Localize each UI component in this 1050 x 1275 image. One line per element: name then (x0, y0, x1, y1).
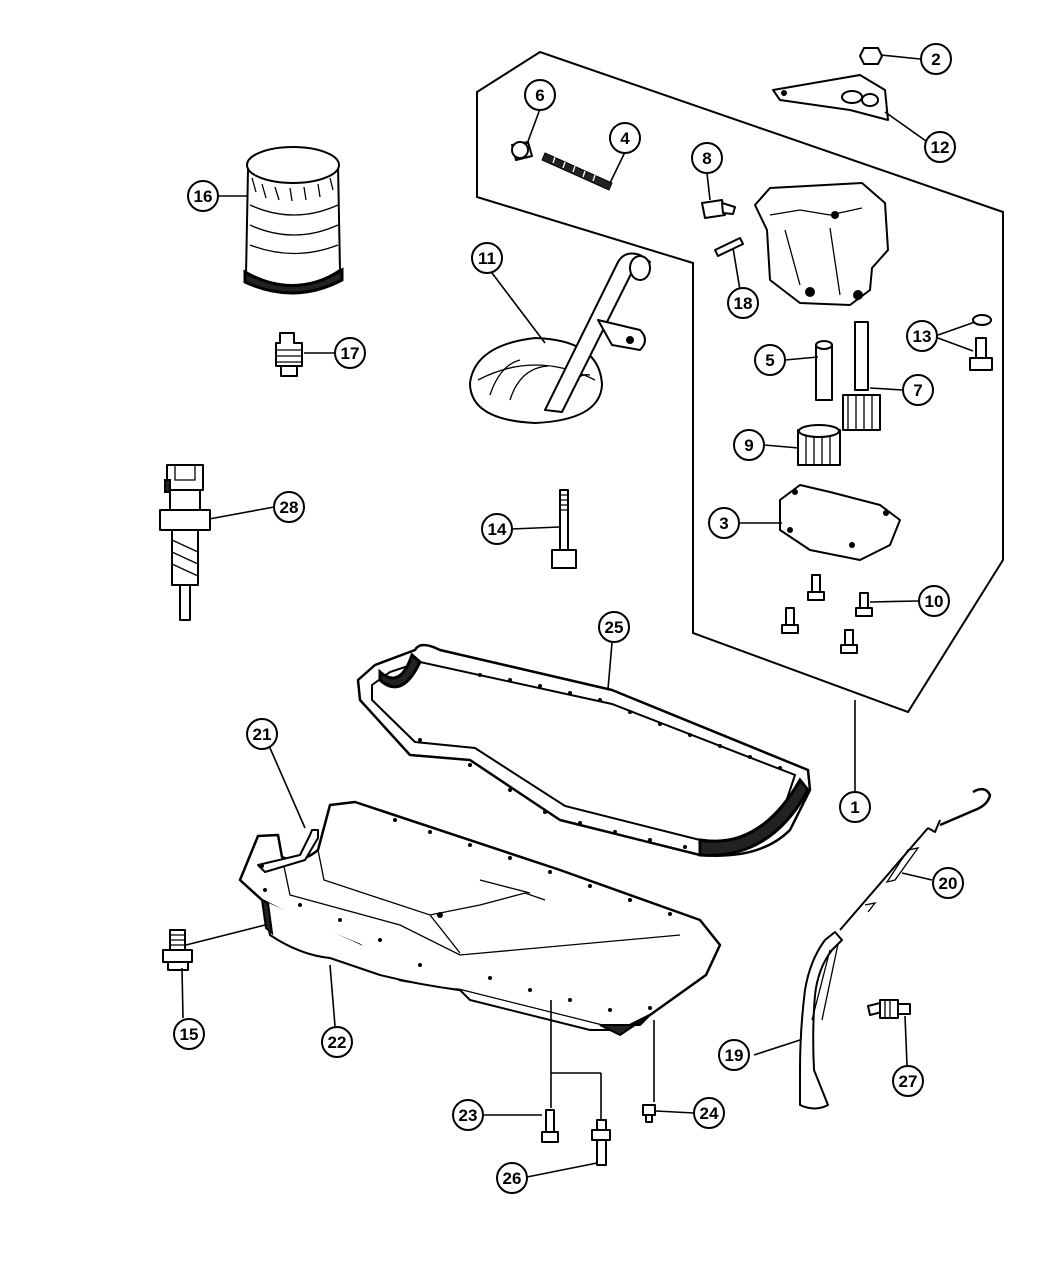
bracket-nut (859, 47, 883, 65)
svg-text:12: 12 (931, 138, 950, 157)
callout-26: 26 (496, 1162, 528, 1194)
svg-text:28: 28 (280, 498, 299, 517)
callout-4: 4 (609, 122, 641, 154)
svg-text:15: 15 (180, 1025, 199, 1044)
dipstick (839, 787, 992, 931)
svg-text:25: 25 (605, 618, 624, 637)
svg-text:8: 8 (702, 149, 711, 168)
svg-text:11: 11 (478, 249, 496, 268)
callout-27: 27 (892, 1065, 924, 1097)
callout-10: 10 (918, 585, 950, 617)
pump-idler-gear (797, 424, 841, 466)
oil-pressure-sender (867, 999, 911, 1019)
callout-25: 25 (598, 611, 630, 643)
svg-text:9: 9 (744, 436, 753, 455)
svg-text:24: 24 (700, 1104, 719, 1123)
callout-2: 2 (920, 43, 952, 75)
oil-pan-bracket (257, 829, 319, 873)
callout-8: 8 (691, 142, 723, 174)
pickup-bolt (551, 489, 577, 569)
oil-pan (238, 800, 722, 1037)
svg-text:17: 17 (341, 344, 360, 363)
distributor-drive-gear (159, 464, 211, 621)
relief-valve-plunger (701, 199, 736, 219)
callout-3: 3 (708, 507, 740, 539)
svg-text:21: 21 (253, 725, 272, 744)
callout-19: 19 (718, 1039, 750, 1071)
oil-pan-gasket (356, 643, 812, 857)
pan-bolt (541, 1109, 559, 1143)
svg-text:20: 20 (939, 874, 958, 893)
callout-6: 6 (524, 79, 556, 111)
pump-drive-shaft (815, 340, 833, 401)
callout-21: 21 (246, 718, 278, 750)
callout-13: 13 (906, 320, 938, 352)
callout-22: 22 (321, 1026, 353, 1058)
svg-text:13: 13 (913, 327, 932, 346)
pump-bolt-washer (969, 314, 993, 371)
pan-stud-bolt (591, 1119, 611, 1166)
callout-24: 24 (693, 1097, 725, 1129)
svg-text:4: 4 (620, 129, 630, 148)
callout-1: 1 (839, 791, 871, 823)
callout-15: 15 (173, 1018, 205, 1050)
svg-text:2: 2 (931, 50, 940, 69)
svg-text:1: 1 (850, 798, 859, 817)
callout-17: 17 (334, 337, 366, 369)
relief-valve-spring (541, 152, 613, 191)
callout-23: 23 (452, 1099, 484, 1131)
dipstick-tube (799, 931, 843, 1110)
filter-adapter-fitting (275, 332, 303, 377)
callout-16: 16 (187, 180, 219, 212)
svg-text:26: 26 (503, 1169, 522, 1188)
relief-valve-cap (511, 141, 533, 161)
callout-28: 28 (273, 491, 305, 523)
svg-text:5: 5 (765, 351, 774, 370)
pan-small-bolt (642, 1104, 656, 1123)
svg-text:22: 22 (328, 1033, 347, 1052)
callout-14: 14 (481, 513, 513, 545)
pump-pin (714, 237, 744, 257)
pump-cover (779, 484, 901, 561)
oil-filter (243, 146, 344, 295)
callout-11: 11 (471, 242, 503, 274)
drain-plug (162, 929, 193, 971)
svg-text:18: 18 (734, 294, 753, 313)
svg-text:10: 10 (925, 592, 944, 611)
oil-pump-body (754, 182, 889, 306)
callout-12: 12 (924, 131, 956, 163)
pump-cover-bolts (781, 574, 873, 654)
oil-pump-assembly-outline (476, 50, 1004, 714)
pump-mount-bracket (772, 74, 889, 121)
pump-drive-gear (842, 321, 881, 431)
callout-18: 18 (727, 287, 759, 319)
callout-9: 9 (733, 429, 765, 461)
callout-5: 5 (754, 344, 786, 376)
svg-text:16: 16 (194, 187, 213, 206)
svg-text:7: 7 (913, 381, 922, 400)
callout-7: 7 (902, 374, 934, 406)
svg-text:19: 19 (725, 1046, 744, 1065)
svg-text:23: 23 (459, 1106, 478, 1125)
oil-pickup-tube-screen (469, 252, 651, 424)
svg-text:3: 3 (719, 514, 728, 533)
leader-lines (181, 54, 976, 1178)
svg-text:14: 14 (488, 520, 507, 539)
callout-20: 20 (932, 867, 964, 899)
svg-text:27: 27 (899, 1072, 918, 1091)
svg-text:6: 6 (535, 86, 544, 105)
